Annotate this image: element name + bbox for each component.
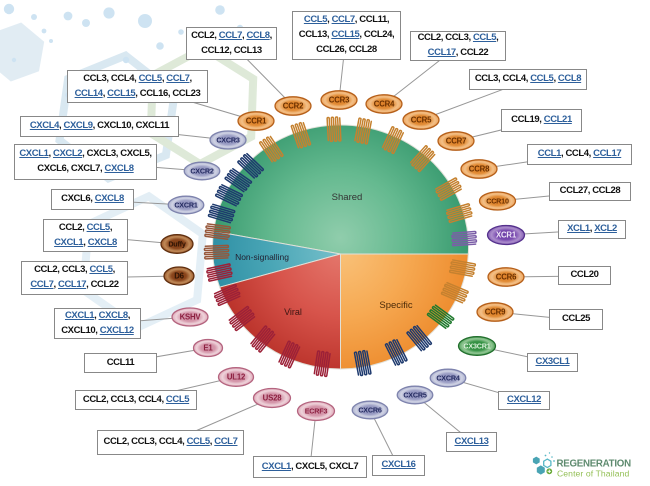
svg-text:CCR8: CCR8 (469, 165, 490, 174)
svg-text:KSHV: KSHV (180, 313, 202, 322)
svg-text:CX3CR1: CX3CR1 (463, 342, 490, 351)
svg-text:Shared: Shared (332, 192, 363, 203)
svg-text:Viral: Viral (284, 307, 302, 317)
svg-text:CCR5: CCR5 (411, 116, 432, 125)
svg-text:UL12: UL12 (227, 373, 246, 382)
svg-text:Specific: Specific (379, 300, 413, 311)
svg-text:CCR4: CCR4 (374, 100, 395, 109)
svg-text:CCR9: CCR9 (485, 308, 506, 317)
svg-text:CCR3: CCR3 (329, 96, 350, 105)
svg-text:CXCR3: CXCR3 (216, 136, 240, 145)
svg-text:CXCR2: CXCR2 (190, 167, 214, 176)
svg-text:Center of Thailand: Center of Thailand (557, 469, 629, 479)
svg-text:CXCR5: CXCR5 (403, 391, 427, 400)
svg-text:CCR10: CCR10 (486, 197, 509, 206)
svg-text:CCR1: CCR1 (246, 117, 267, 126)
svg-text:CXCR1: CXCR1 (174, 201, 198, 210)
svg-text:REGENERATION: REGENERATION (557, 459, 632, 470)
svg-text:Duffy: Duffy (168, 240, 186, 249)
svg-text:US28: US28 (263, 394, 283, 403)
svg-text:CCR6: CCR6 (496, 273, 517, 282)
svg-text:CXCR6: CXCR6 (358, 406, 382, 415)
svg-text:CXCR4: CXCR4 (436, 374, 460, 383)
svg-text:D6: D6 (174, 272, 184, 281)
svg-text:ECRF3: ECRF3 (305, 407, 328, 416)
svg-text:E1: E1 (203, 344, 213, 353)
svg-text:CCR7: CCR7 (446, 137, 466, 146)
svg-text:CCR2: CCR2 (283, 102, 304, 111)
svg-text:Non-signalling: Non-signalling (235, 252, 289, 262)
svg-text:XCR1: XCR1 (496, 231, 517, 240)
